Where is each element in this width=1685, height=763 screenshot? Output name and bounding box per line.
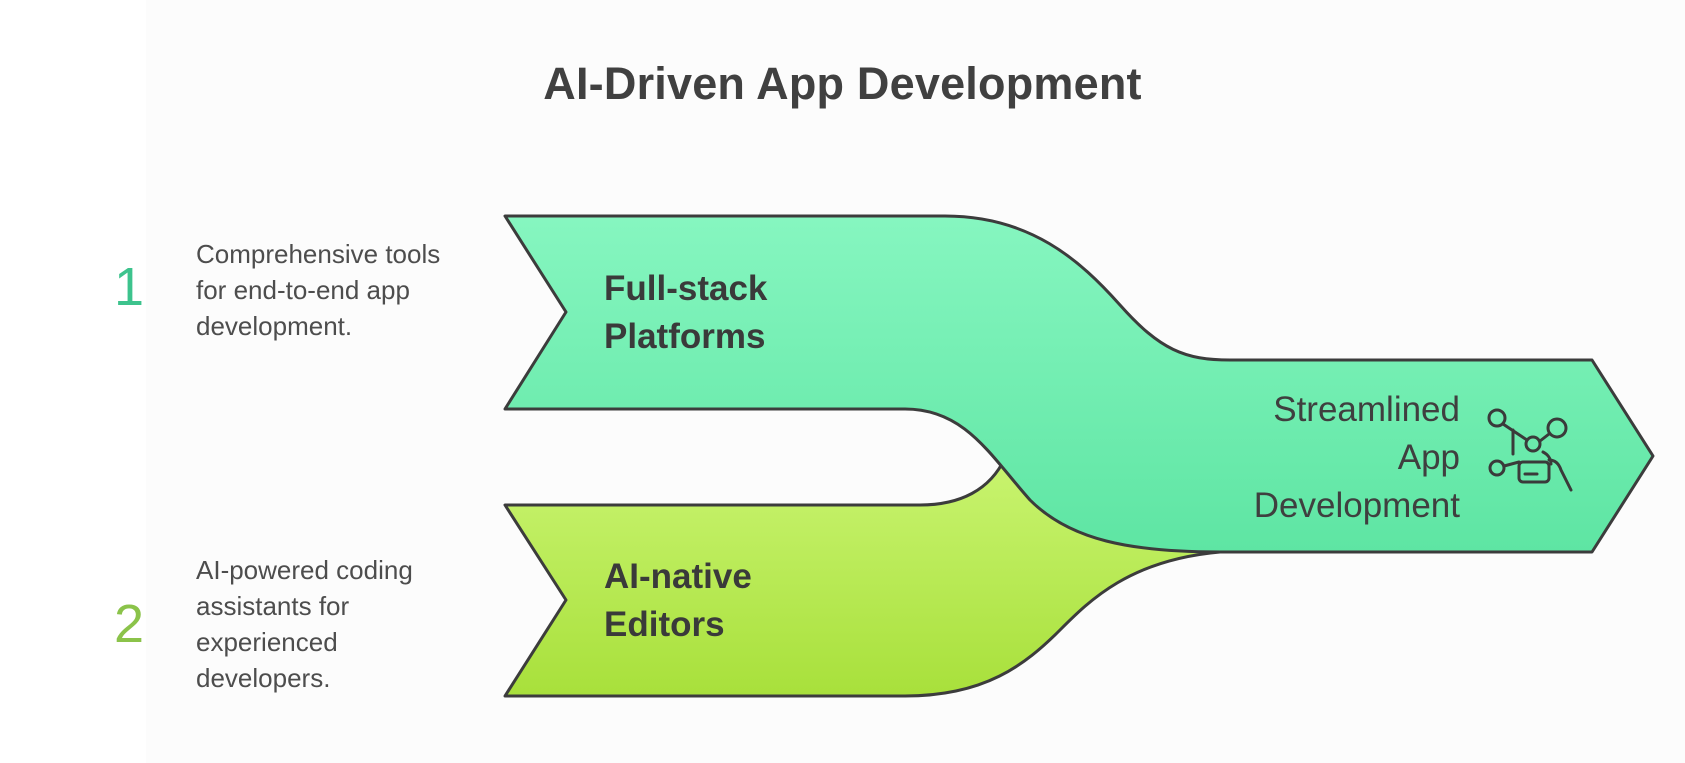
outcome-label-line: App xyxy=(1397,438,1460,477)
flow-label-line: AI-native xyxy=(604,557,752,596)
outcome-label-line: Streamlined xyxy=(1273,390,1460,429)
step-description-1: Comprehensive tools for end-to-end app d… xyxy=(196,239,441,341)
outcome-label-line: Development xyxy=(1253,486,1460,525)
step-number-2: 2 xyxy=(114,594,145,654)
diagram-title: AI-Driven App Development xyxy=(543,58,1142,109)
step-number-1: 1 xyxy=(114,257,145,317)
flow-arrow-full-stack-platforms xyxy=(503,214,1655,554)
outcome-label: Streamlined App Development xyxy=(1160,386,1460,530)
flow-label-line: Platforms xyxy=(604,317,766,356)
app-development-network-icon xyxy=(1485,406,1581,510)
flow-label-full-stack-platforms: Full-stack Platforms xyxy=(604,265,824,361)
flow-label-ai-native-editors: AI-native Editors xyxy=(604,553,824,649)
step-description-2: AI-powered coding assistants for experie… xyxy=(196,555,413,693)
flow-label-line: Full-stack xyxy=(604,269,768,308)
flow-arrow-ai-native-editors xyxy=(503,456,1222,698)
flow-label-line: Editors xyxy=(604,605,725,644)
